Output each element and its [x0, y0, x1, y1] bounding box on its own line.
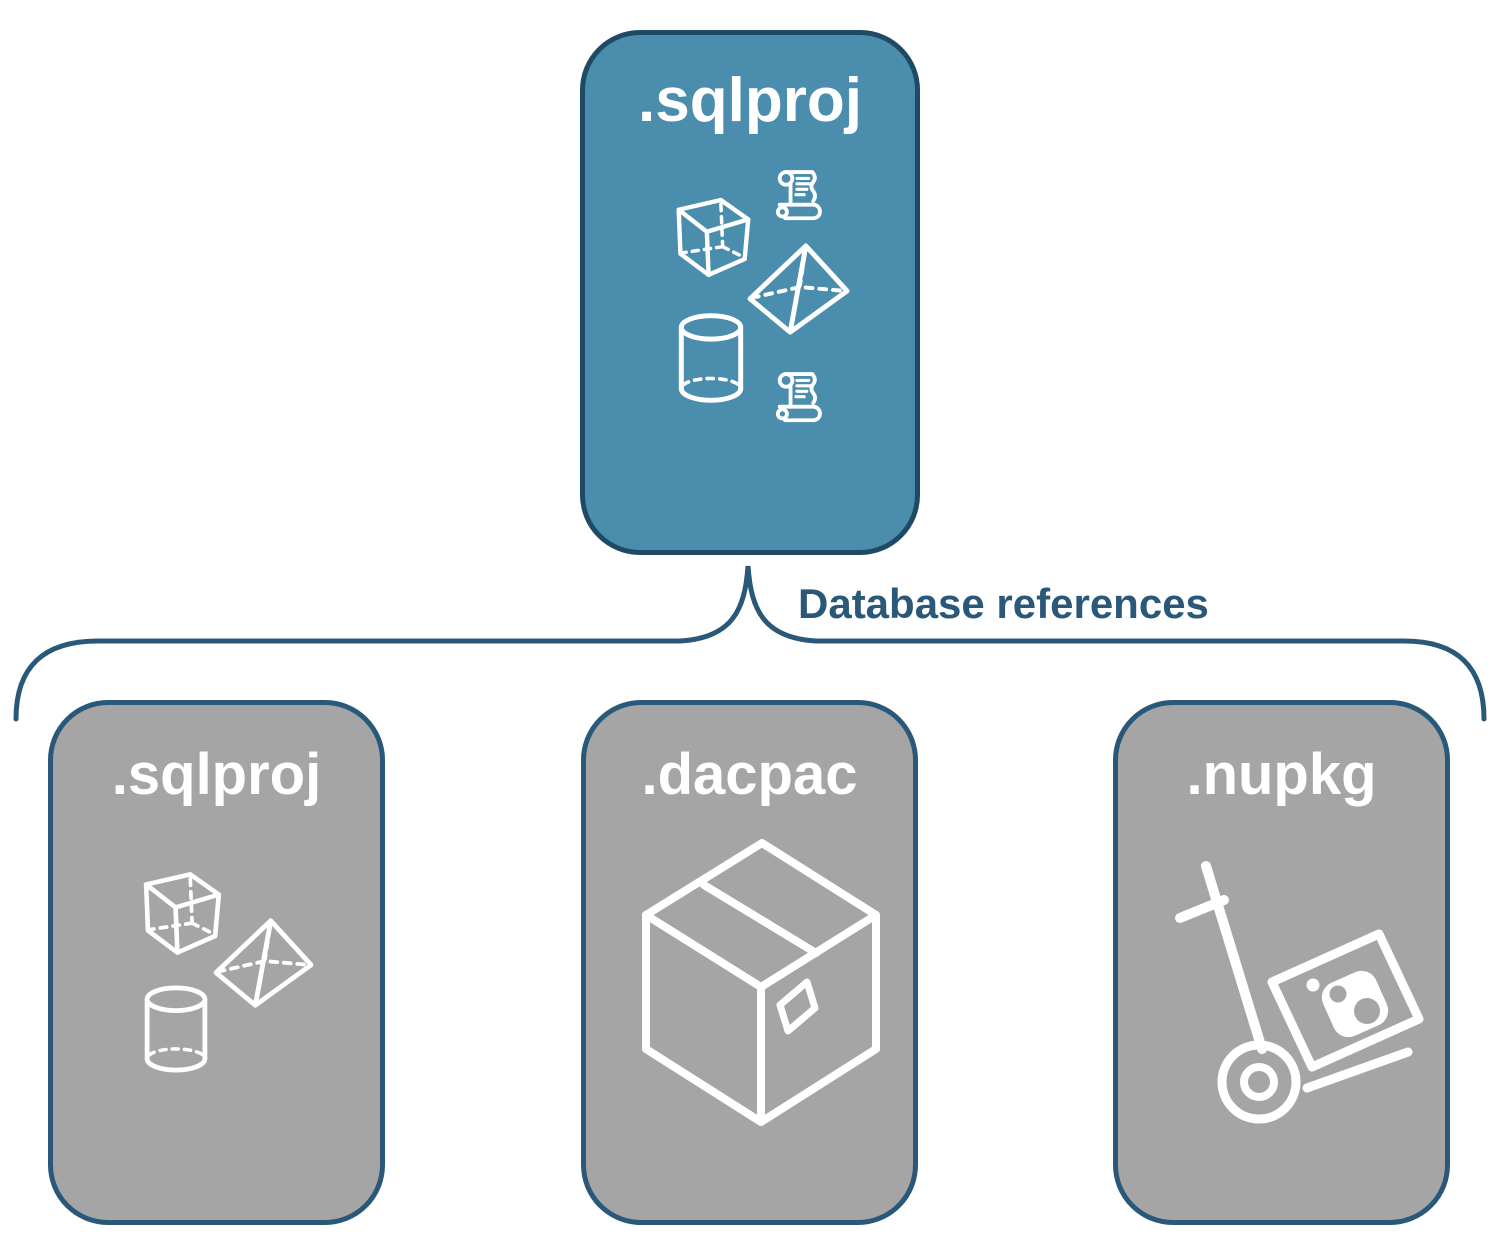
node-title: .dacpac — [641, 742, 858, 807]
cube-icon — [669, 193, 757, 281]
node-nupkg: .nupkg — [1113, 700, 1450, 1225]
package-box-icon — [636, 835, 886, 1135]
cylinder-icon — [141, 985, 211, 1073]
pyramid-icon — [211, 915, 317, 1011]
cube-icon — [136, 867, 228, 959]
node-sqlproj-parent: .sqlproj — [580, 30, 920, 555]
node-title: .nupkg — [1186, 742, 1377, 807]
node-sqlproj-child: .sqlproj — [48, 700, 385, 1225]
cylinder-icon — [675, 313, 747, 403]
nuget-handtruck-icon — [1164, 859, 1434, 1139]
node-title: .sqlproj — [638, 66, 862, 135]
connector-label: Database references — [798, 580, 1209, 627]
scroll-icon — [767, 365, 825, 423]
node-title: .sqlproj — [111, 742, 322, 807]
node-dacpac: .dacpac — [581, 700, 918, 1225]
scroll-icon — [767, 163, 825, 221]
pyramid-icon — [745, 240, 853, 338]
